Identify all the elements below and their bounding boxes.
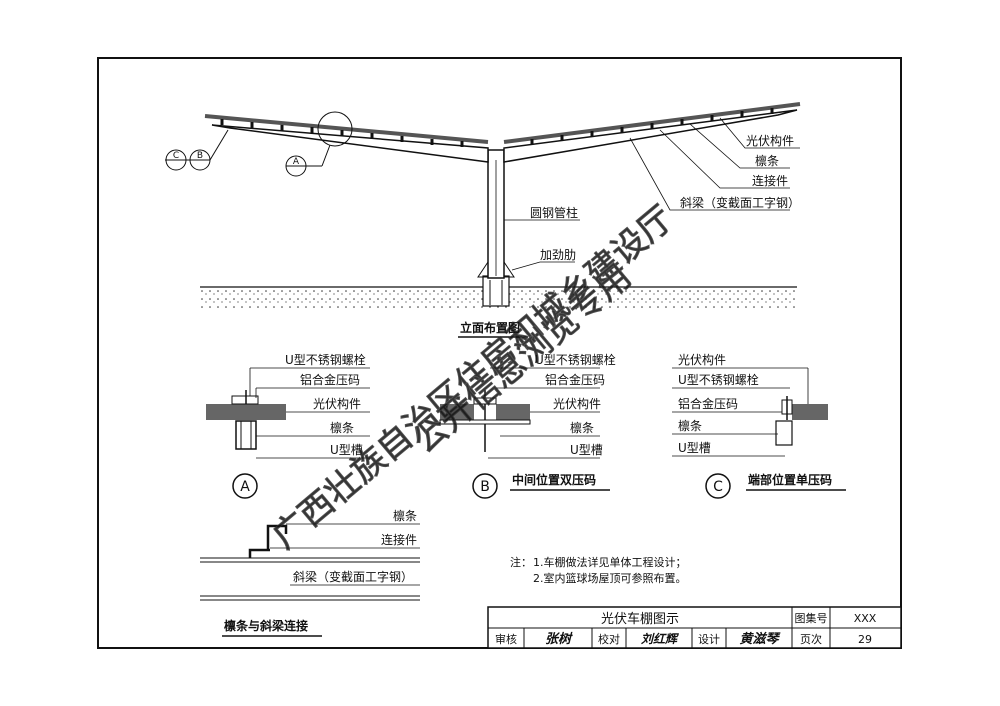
stiffener-rib [503, 260, 515, 278]
label-rib: 加劲肋 [540, 247, 576, 262]
note-1: 1.车棚做法详见单体工程设计； [533, 555, 687, 569]
label-pv: 光伏构件 [746, 133, 794, 148]
page-label: 页次 [800, 632, 822, 646]
u-channel [235, 420, 257, 450]
purlin-label-2: 连接件 [381, 532, 417, 547]
callout-a-label: A [293, 157, 300, 167]
page-value: 29 [858, 633, 872, 646]
detail-c-label-3: 铝合金压码 [678, 396, 738, 411]
pv-panel-right [496, 404, 530, 420]
label-purlin: 檩条 [755, 153, 779, 168]
detail-b-label-4: 檩条 [570, 420, 594, 435]
check-label: 校对 [598, 632, 620, 646]
pv-panel-left [440, 404, 474, 420]
atlas-value: XXX [854, 612, 877, 625]
notes: 注： 1.车棚做法详见单体工程设计； 2.室内篮球场屋顶可参照布置。 [510, 555, 687, 585]
detail-a-label-1: U型不锈钢螺栓 [285, 352, 366, 367]
detail-a-label-4: 檩条 [330, 420, 354, 435]
detail-c-label-4: 檩条 [678, 418, 702, 433]
sloped-beam-left [211, 124, 489, 163]
atlas-label: 图集号 [795, 611, 828, 625]
callout-c-b: C B [165, 129, 229, 171]
detail-b-label-2: 铝合金压码 [545, 372, 605, 387]
elevation-title: 立面布置图 [460, 320, 520, 335]
pv-panel [792, 404, 828, 420]
drawing-title: 光伏车棚图示 [601, 611, 679, 627]
detail-a-marker: A [240, 479, 250, 495]
design-label: 设计 [698, 633, 720, 646]
detail-b-title: 中间位置双压码 [512, 472, 596, 487]
callout-b-label: B [197, 151, 203, 161]
purlin-detail-title: 檩条与斜梁连接 [224, 618, 308, 633]
pv-panel-left [204, 114, 489, 144]
detail-c: 光伏构件 U型不锈钢螺栓 铝合金压码 檩条 U型槽 C 端部位置单压码 [672, 352, 846, 499]
detail-b-label-5: U型槽 [570, 443, 603, 457]
detail-c-marker: C [713, 479, 723, 495]
detail-b-label-1: U型不锈钢螺栓 [535, 352, 616, 367]
purlin-section [266, 524, 288, 550]
label-connector: 连接件 [752, 173, 788, 188]
detail-c-label-5: U型槽 [678, 441, 711, 455]
title-block: 光伏车棚图示 图集号 XXX 审核 张树 校对 刘红辉 设计 黄滋琴 页次 29 [487, 606, 902, 649]
stiffener-rib [477, 260, 489, 278]
detail-b-label-3: 光伏构件 [553, 396, 601, 411]
callout-c-label: C [173, 151, 179, 161]
review-signature: 张树 [545, 631, 573, 647]
detail-b-marker: B [480, 479, 490, 495]
column-foundation [482, 275, 510, 307]
detail-circle [317, 111, 353, 147]
callout-a: A [285, 144, 331, 177]
detail-b: U型不锈钢螺栓 铝合金压码 光伏构件 檩条 U型槽 B 中间位置双压码 [439, 352, 616, 499]
detail-a: U型不锈钢螺栓 铝合金压码 光伏构件 檩条 U型槽 A [206, 352, 370, 499]
review-label: 审核 [495, 632, 517, 646]
purlin-label-1: 檩条 [393, 508, 417, 523]
detail-c-label-2: U型不锈钢螺栓 [678, 372, 759, 387]
detail-a-label-5: U型槽 [330, 443, 363, 457]
detail-a-label-2: 铝合金压码 [300, 372, 360, 387]
design-signature: 黄滋琴 [739, 631, 781, 647]
check-signature: 刘红辉 [641, 632, 679, 646]
purlin-label-3: 斜梁（变截面工字钢） [293, 569, 413, 584]
notes-prefix: 注： [510, 555, 532, 569]
pv-panel [206, 404, 286, 420]
note-2: 2.室内篮球场屋顶可参照布置。 [533, 571, 687, 585]
detail-c-title: 端部位置单压码 [748, 472, 832, 487]
label-beam: 斜梁（变截面工字钢） [680, 195, 800, 210]
purlin-connection-detail: 檩条 连接件 斜梁（变截面工字钢） 檩条与斜梁连接 [200, 508, 420, 637]
detail-a-label-3: 光伏构件 [313, 396, 361, 411]
aluminium-clamp [231, 395, 259, 405]
label-column: 圆钢管柱 [530, 205, 578, 220]
elevation-view: C B A 光伏构件 檩条 连接件 斜梁（变截面工字钢） 圆钢管柱 加劲肋 立面… [165, 102, 801, 338]
detail-c-label-1: 光伏构件 [678, 352, 726, 367]
